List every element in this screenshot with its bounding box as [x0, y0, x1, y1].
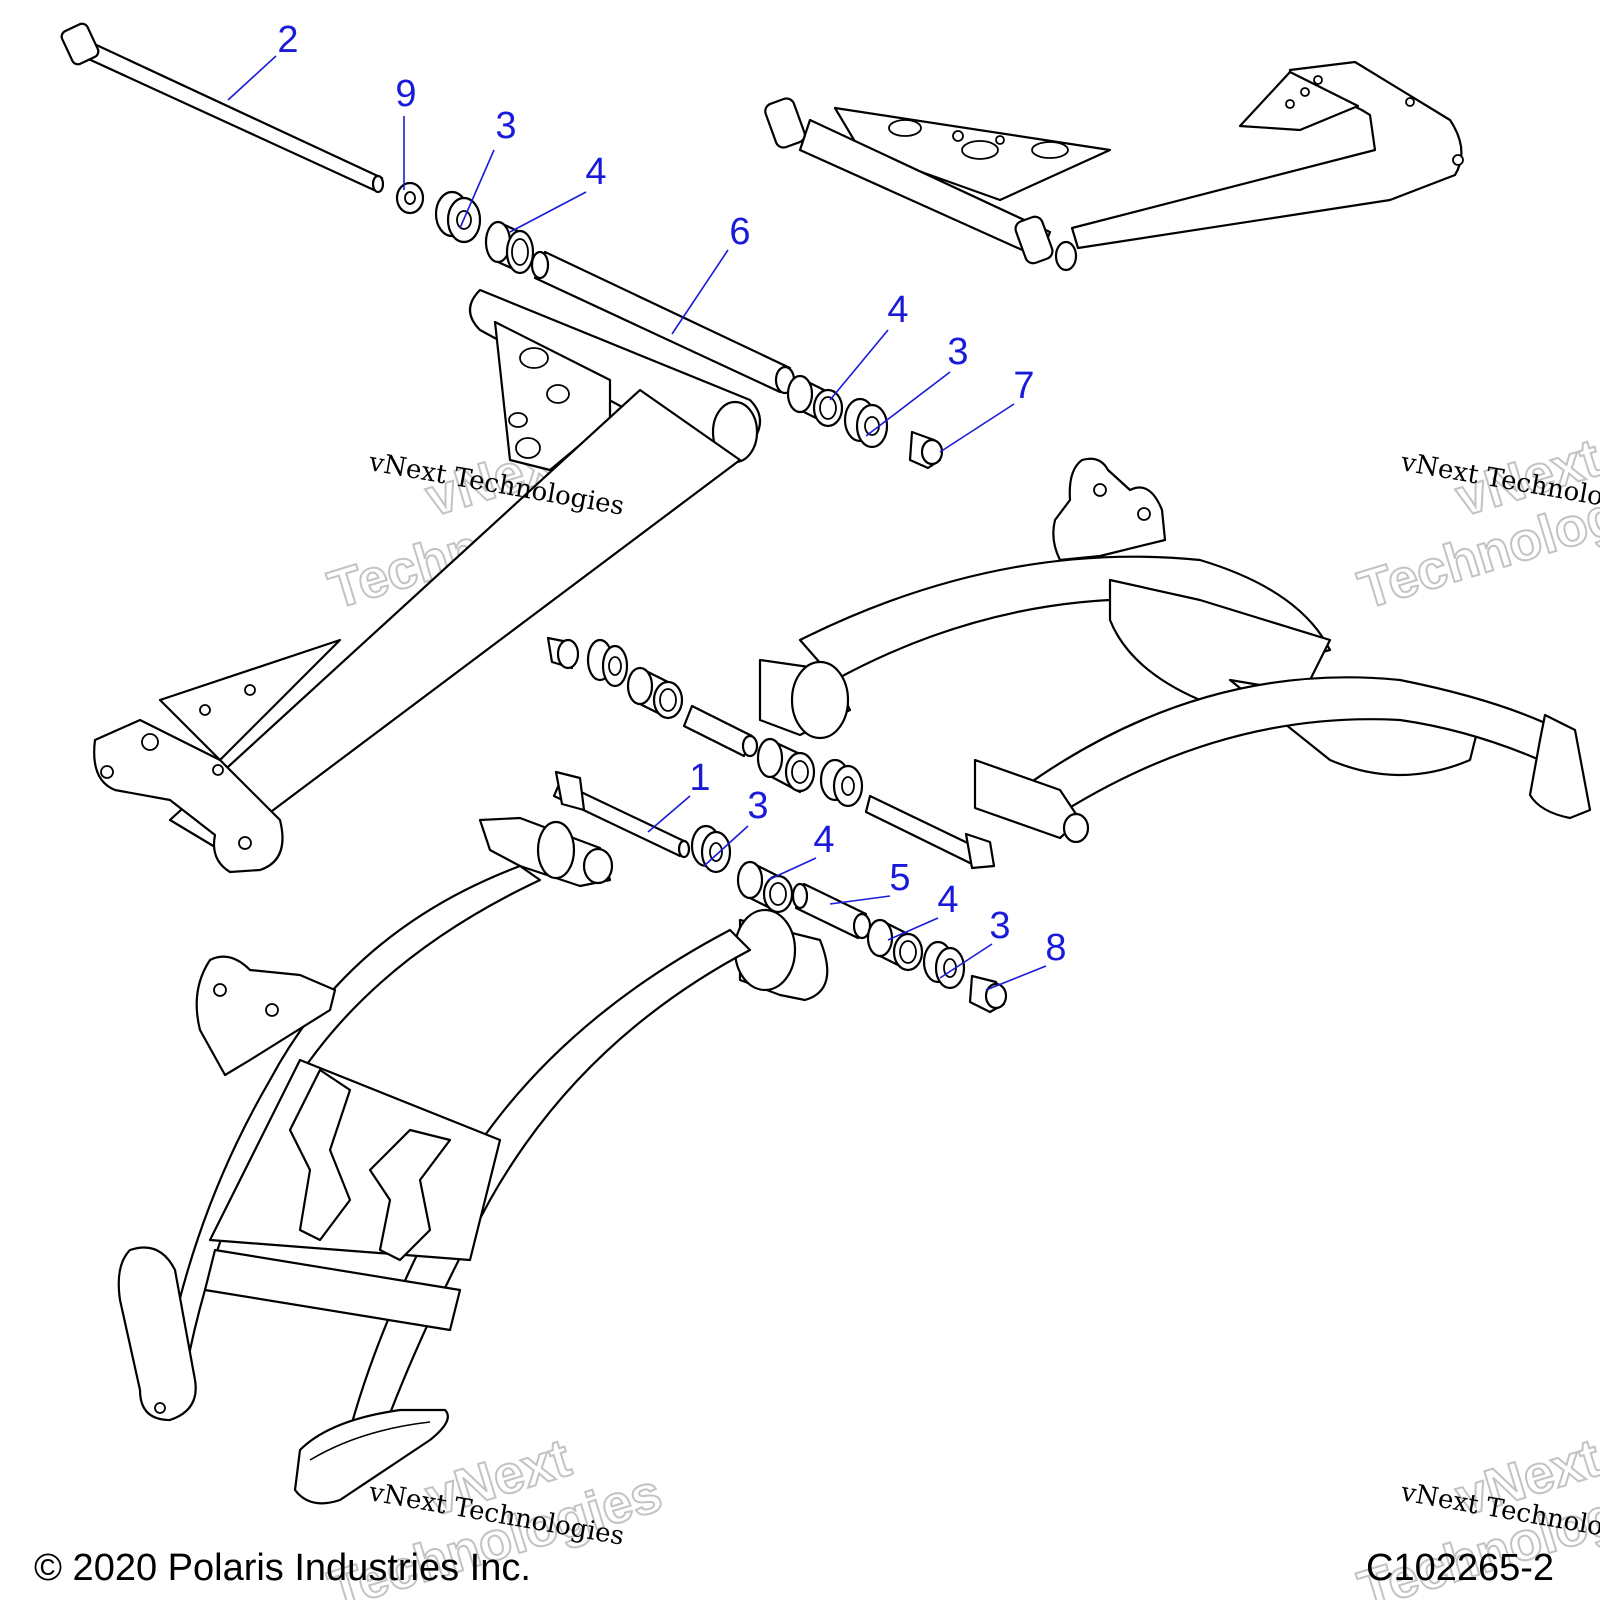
callout-leader-14: [939, 943, 993, 979]
callout-label-4: 4: [585, 151, 606, 193]
spacer-part-5: [791, 882, 872, 940]
callout-leader-1: [227, 55, 277, 101]
left-swing-arm: [117, 816, 829, 1505]
washer-part-9: [395, 181, 425, 215]
pivot-bolt-part-2: [60, 22, 385, 194]
callout-label-9: 1: [689, 757, 710, 799]
callout-label-2: 9: [395, 73, 416, 115]
callout-leader-10: [703, 825, 749, 867]
shaft-part-6: [530, 250, 796, 395]
callout-leader-9: [647, 795, 691, 833]
callout-leader-6: [829, 329, 889, 401]
right-swing-arm: [758, 457, 1592, 844]
sleeve-part-4-top: [484, 220, 535, 275]
upper-left-a-arm: [93, 288, 762, 874]
callout-leader-4: [509, 191, 587, 233]
callout-leader-13: [887, 917, 939, 941]
bolt-part-1: [552, 770, 691, 859]
callout-leader-3: [459, 149, 495, 229]
callout-label-5: 6: [729, 211, 750, 253]
bushing-part-3-top: [434, 190, 482, 244]
callout-leader-8: [939, 403, 1015, 453]
callout-label-12: 5: [889, 857, 910, 899]
callout-leader-12: [829, 895, 891, 905]
middle-hardware-stack: [546, 636, 996, 870]
callout-label-14: 3: [989, 905, 1010, 947]
diagram-code: C102265-2: [1366, 1547, 1554, 1589]
sleeve-part-4-lower-right: [866, 918, 924, 972]
callout-label-15: 8: [1045, 927, 1066, 969]
callout-label-1: 2: [277, 19, 298, 61]
callout-label-13: 4: [937, 879, 958, 921]
upper-right-a-arm: [764, 60, 1464, 272]
bushing-part-3-lower-right: [922, 940, 966, 990]
bushing-part-3-upper-right: [843, 397, 889, 449]
callout-label-7: 3: [947, 331, 968, 373]
callout-leader-5: [671, 249, 729, 335]
sleeve-part-4-upper-right: [786, 374, 844, 428]
nut-part-7: [908, 430, 944, 470]
callout-label-3: 3: [495, 105, 516, 147]
bushing-part-3-lower-left: [690, 824, 732, 874]
watermark-big-2: vNext Technologies: [1351, 427, 1600, 622]
callout-label-11: 4: [813, 819, 834, 861]
callout-label-8: 7: [1013, 365, 1034, 407]
callout-leader-7: [865, 371, 951, 437]
callout-leader-15: [985, 965, 1047, 991]
copyright-text: © 2020 Polaris Industries Inc.: [34, 1547, 531, 1589]
nut-part-8: [968, 974, 1008, 1014]
callout-label-6: 4: [887, 289, 908, 331]
callout-label-10: 3: [747, 785, 768, 827]
callout-leader-11: [767, 857, 817, 881]
sleeve-part-4-lower-left: [736, 860, 794, 914]
